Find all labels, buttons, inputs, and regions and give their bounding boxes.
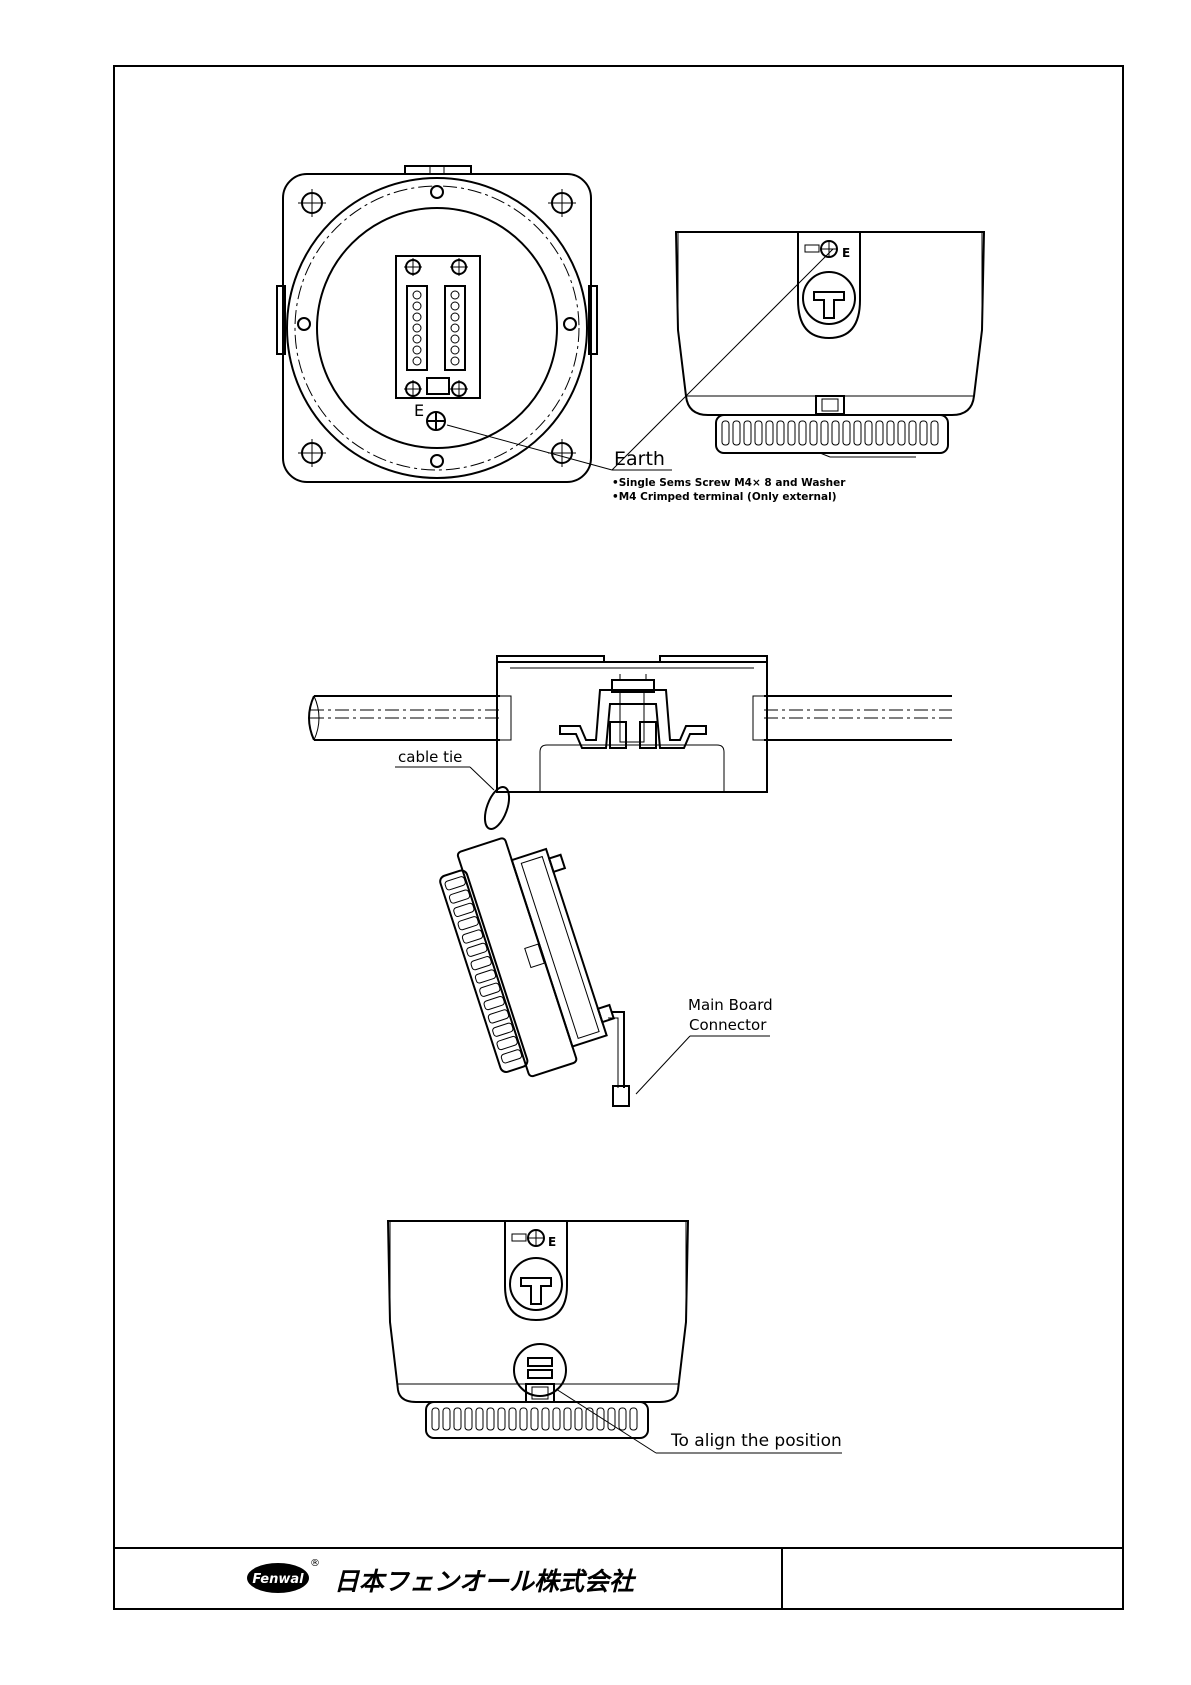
front-view: E — [277, 166, 597, 482]
conduit-view-box — [497, 662, 767, 792]
main-board-label-2: Connector — [689, 1016, 767, 1034]
cable-tie-label: cable tie — [398, 748, 462, 766]
front-view-earth-marker: E — [414, 401, 424, 420]
earth-title: Earth — [614, 448, 665, 470]
registered-mark: ® — [310, 1558, 320, 1569]
front-view-terminal-board — [396, 256, 480, 398]
drawing-frame — [114, 66, 1123, 1609]
front-view-base-plate — [283, 174, 591, 482]
bottom-view-earth-marker: E — [548, 1235, 556, 1249]
side-view: E — [676, 232, 984, 457]
fenwal-logo-text: Fenwal — [252, 1572, 304, 1587]
front-view-connector — [427, 378, 449, 394]
front-view-terminal-pins — [413, 291, 459, 365]
front-view-top-tab — [405, 166, 471, 174]
main-board-connector: Main Board Connector — [608, 996, 773, 1106]
align-callout: To align the position — [556, 1389, 842, 1453]
earth-note-2: •M4 Crimped terminal (Only external) — [612, 491, 837, 503]
bottom-view: E — [388, 1221, 688, 1438]
company-name: 日本フェンオール株式会社 — [334, 1567, 637, 1596]
bottom-view-cover-slots — [432, 1408, 637, 1430]
align-position-label: To align the position — [670, 1431, 842, 1451]
bottom-view-gland — [510, 1258, 562, 1310]
earth-note-1: •Single Sems Screw M4× 8 and Washer — [612, 477, 846, 489]
conduit-view-terminal — [560, 690, 706, 748]
earth-callout: Earth •Single Sems Screw M4× 8 and Washe… — [447, 249, 846, 503]
conduit-view — [309, 656, 952, 792]
bottom-view-housing — [388, 1221, 688, 1402]
main-board-label-1: Main Board — [688, 996, 773, 1014]
title-block: Fenwal ® 日本フェンオール株式会社 — [247, 1558, 637, 1596]
side-view-earth-marker: E — [842, 246, 850, 260]
side-view-gland — [803, 272, 855, 324]
hanging-cover — [433, 822, 623, 1084]
side-view-cover-slots — [722, 421, 938, 445]
front-view-outer-ring — [287, 178, 587, 478]
connector-plug — [613, 1086, 629, 1106]
